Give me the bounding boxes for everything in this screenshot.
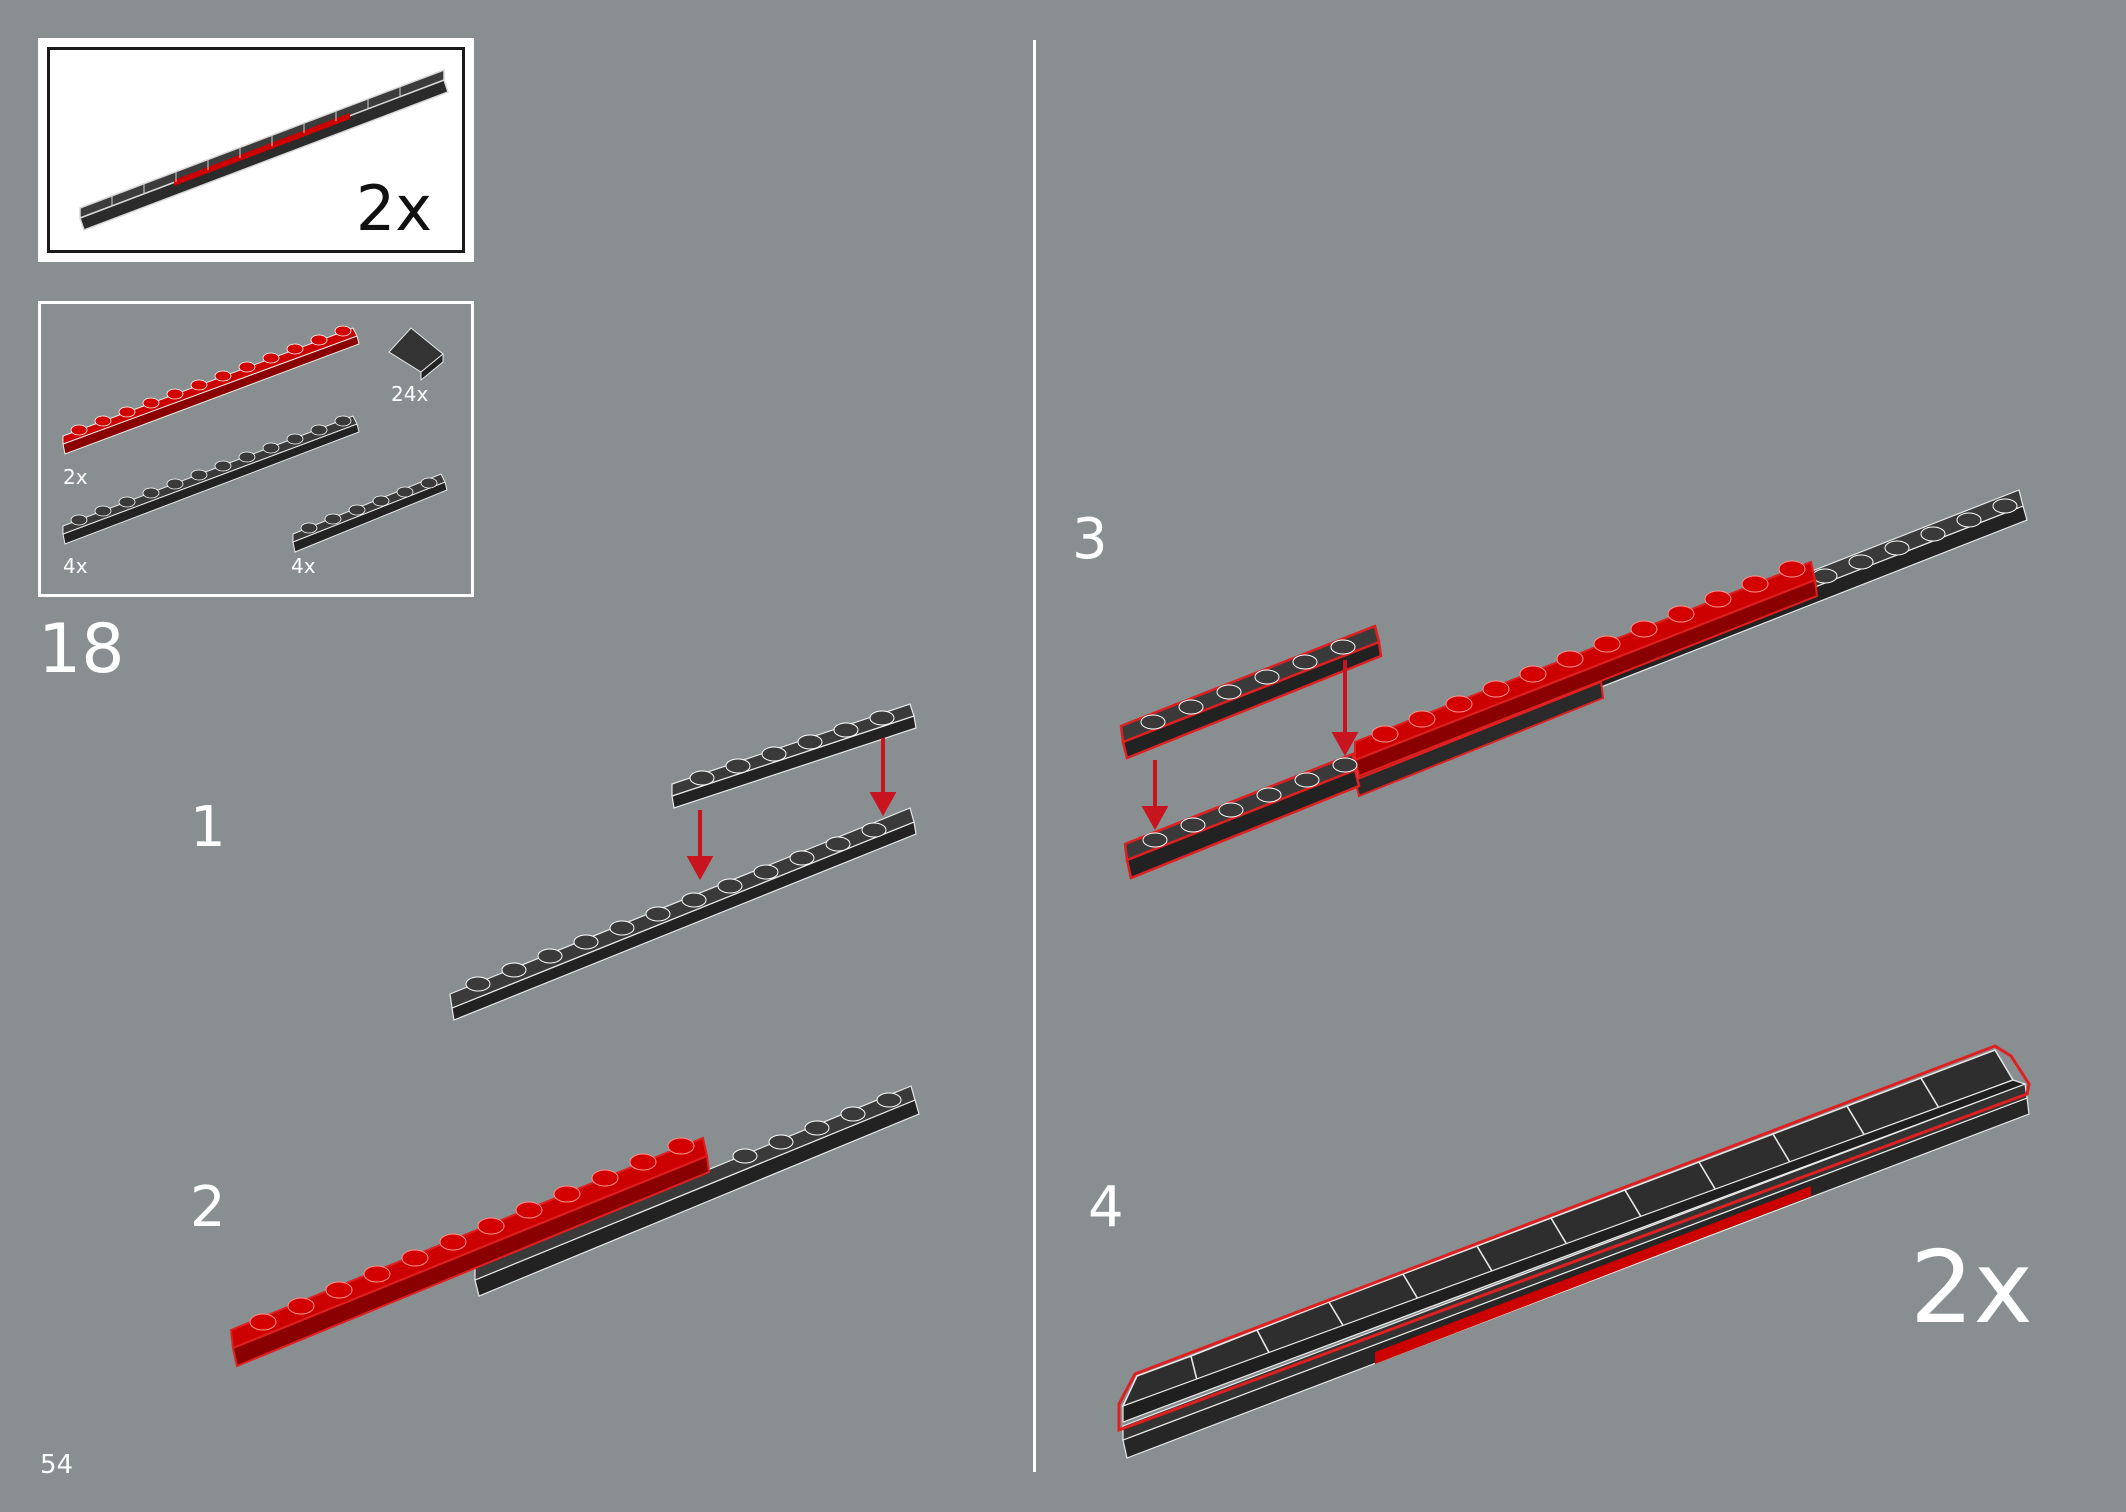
black-plate-1x6 <box>292 473 448 553</box>
qty-slope-tile: 24x <box>391 382 429 406</box>
result-callout-frame: 2x <box>47 47 465 253</box>
sub-step-1-illustration <box>449 703 917 1021</box>
qty-black-plate-1x6: 4x <box>291 554 316 578</box>
qty-black-plate-1x12: 4x <box>63 554 88 578</box>
page-number: 54 <box>40 1450 74 1480</box>
sub-step-2-label: 2 <box>190 1175 226 1240</box>
parts-list: 2x 24x 4x 4x <box>38 301 474 597</box>
sub-step-1-label: 1 <box>190 795 226 860</box>
black-slope-tile <box>388 327 444 382</box>
result-callout: 2x <box>38 38 474 262</box>
sub-step-2-illustration <box>229 1085 920 1368</box>
sub-step-3-illustration <box>1119 489 2028 880</box>
sub-step-3-label: 3 <box>1072 507 1108 572</box>
result-count: 2x <box>355 172 432 245</box>
final-count: 2x <box>1910 1229 2033 1346</box>
black-plate-1x12 <box>62 415 360 545</box>
page-divider <box>1033 40 1036 1472</box>
sub-step-4-label: 4 <box>1088 1175 1124 1240</box>
result-assembly-illustration <box>79 68 449 231</box>
parts-illustration <box>62 325 448 553</box>
step-number: 18 <box>38 610 125 689</box>
sub-step-4-illustration <box>1117 1044 2031 1459</box>
qty-red-plate: 2x <box>63 465 88 489</box>
red-plate-1x12 <box>62 325 360 455</box>
